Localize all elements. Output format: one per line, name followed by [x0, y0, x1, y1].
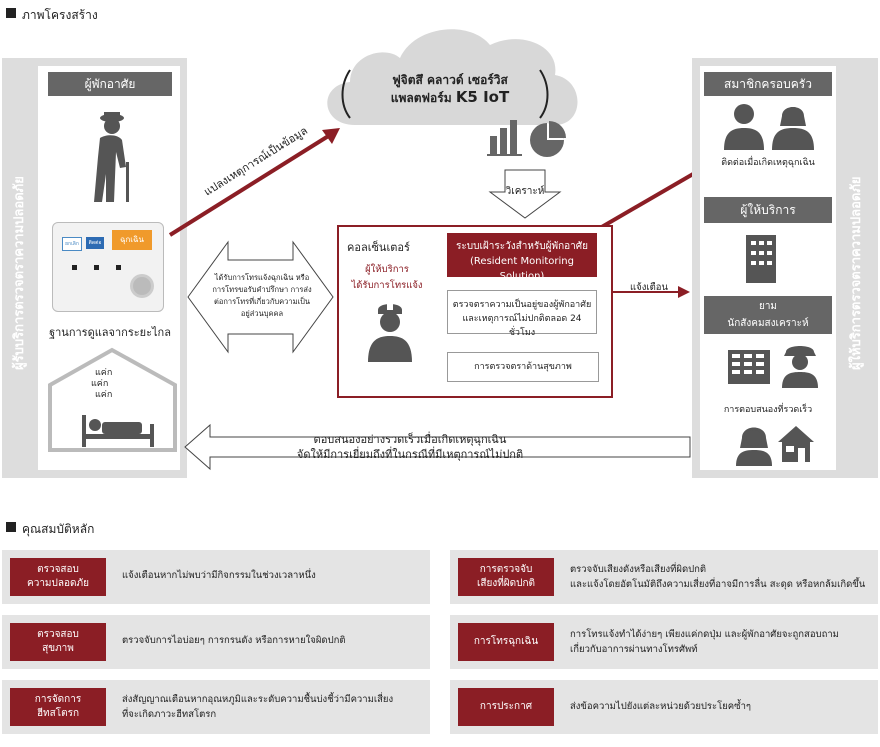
guard-icon [782, 346, 818, 388]
house-icon [48, 347, 177, 452]
nurse-icon [368, 304, 412, 362]
rms-box: ระบบเฝ้าระวังสำหรับผู้พักอาศัย (Resident… [447, 233, 597, 282]
section-marker [6, 8, 16, 18]
right-vertical-label: ผู้ให้บริการตรวจตราความปลอดภัย [849, 176, 864, 370]
resident-header: ผู้พักอาศัย [48, 72, 172, 96]
feature-desc: ตรวจจับการไอบ่อยๆ การกรนดัง หรือการหายใจ… [122, 635, 346, 646]
notify-label: แจ้งเตือน [630, 282, 668, 293]
guard-caption: การตอบสนองที่รวดเร็ว [723, 405, 813, 415]
section-title-structure: ภาพโครงสร้าง [22, 8, 98, 22]
office-building-icon [728, 350, 770, 384]
analysis-arrow [488, 169, 562, 219]
analysis-label: วิเคราะห์ [505, 186, 545, 197]
feature-tag: การตรวจจับเสียงที่ผิดปกติ [458, 558, 554, 596]
analytics-icon [487, 120, 566, 157]
family-caption: ติดต่อเมื่อเกิดเหตุฉุกเฉิน [721, 158, 815, 168]
device-button-cancel: ยกเลิก [62, 237, 82, 251]
feature-desc: การโทรแจ้งทำได้ง่ายๆ เพียงแค่กดปุ่ม และผ… [570, 629, 839, 655]
monitoring-box: ตรวจตราความเป็นอยู่ของผู้พักอาศัย และเหต… [447, 290, 597, 338]
device-button-emergency: ฉุกเฉิน [112, 230, 152, 250]
feature-tag: การโทรฉุกเฉิน [458, 623, 554, 661]
call-center-title: คอลเซ็นเตอร์ [347, 241, 410, 254]
health-check-box: การตรวจตราด้านสุขภาพ [447, 352, 599, 382]
home-visit-icon [778, 426, 814, 462]
section-marker-2 [6, 522, 16, 532]
cloud-title: ฟูจิตสึ คลาวด์ เซอร์วิส แพลตฟอร์ม K5 IoT [390, 73, 510, 106]
consult-text: ได้รับการโทรแจ้งฉุกเฉิน หรือการโทรขอรับค… [212, 273, 312, 318]
feature-tag: ตรวจสอบความปลอดภัย [10, 558, 106, 596]
left-vertical-label: ผู้รับบริการตรวจตราความปลอดภัย [12, 176, 27, 370]
consult-double-arrow [187, 240, 334, 354]
social-worker-icon [736, 427, 772, 466]
device-speaker-icon [130, 274, 154, 298]
provider-header: ผู้ให้บริการ [704, 197, 832, 223]
remote-station-label: ฐานการดูแลจากระยะไกล [49, 326, 171, 339]
device-indicators [72, 265, 132, 271]
device-button-contact: ติดต่อ [86, 237, 104, 249]
feature-desc: ตรวจจับเสียงดังหรือเสียงที่ผิดปกติและแจ้… [570, 564, 866, 590]
cough-sound: แค่ก แค่ก แค่ก [91, 368, 113, 400]
feature-desc: ส่งข้อความไปยังแต่ละหน่วยด้วยประโยคซ้ำๆ [570, 701, 752, 712]
feature-desc: แจ้งเตือนหากไม่พบว่ามีกิจกรรมในช่วงเวลาห… [122, 570, 316, 581]
response-arrow [184, 423, 691, 471]
building-icon [746, 235, 776, 283]
feature-tag: ตรวจสอบสุขภาพ [10, 623, 106, 661]
response-text: ตอบสนองอย่างรวดเร็วเมื่อเกิดเหตุฉุกเฉิน … [296, 433, 524, 461]
bed-patient-icon [82, 415, 154, 447]
feature-tag: การจัดการฮีทสโตรก [10, 688, 106, 726]
family-icon [724, 104, 814, 150]
cloud-icon [327, 29, 578, 125]
operator-label: ผู้ให้บริการ ได้รับการโทรแจ้ง [351, 264, 423, 291]
feature-tag: การประกาศ [458, 688, 554, 726]
guard-header: ยาม นักสังคมสงเคราะห์ [704, 296, 832, 334]
feature-desc: ส่งสัญญาณเตือนหากอุณหภูมิและระดับความชื้… [122, 694, 394, 720]
family-header: สมาชิกครอบครัว [704, 72, 832, 96]
elderly-person-icon [94, 112, 129, 202]
section-title-features: คุณสมบัติหลัก [22, 522, 95, 536]
